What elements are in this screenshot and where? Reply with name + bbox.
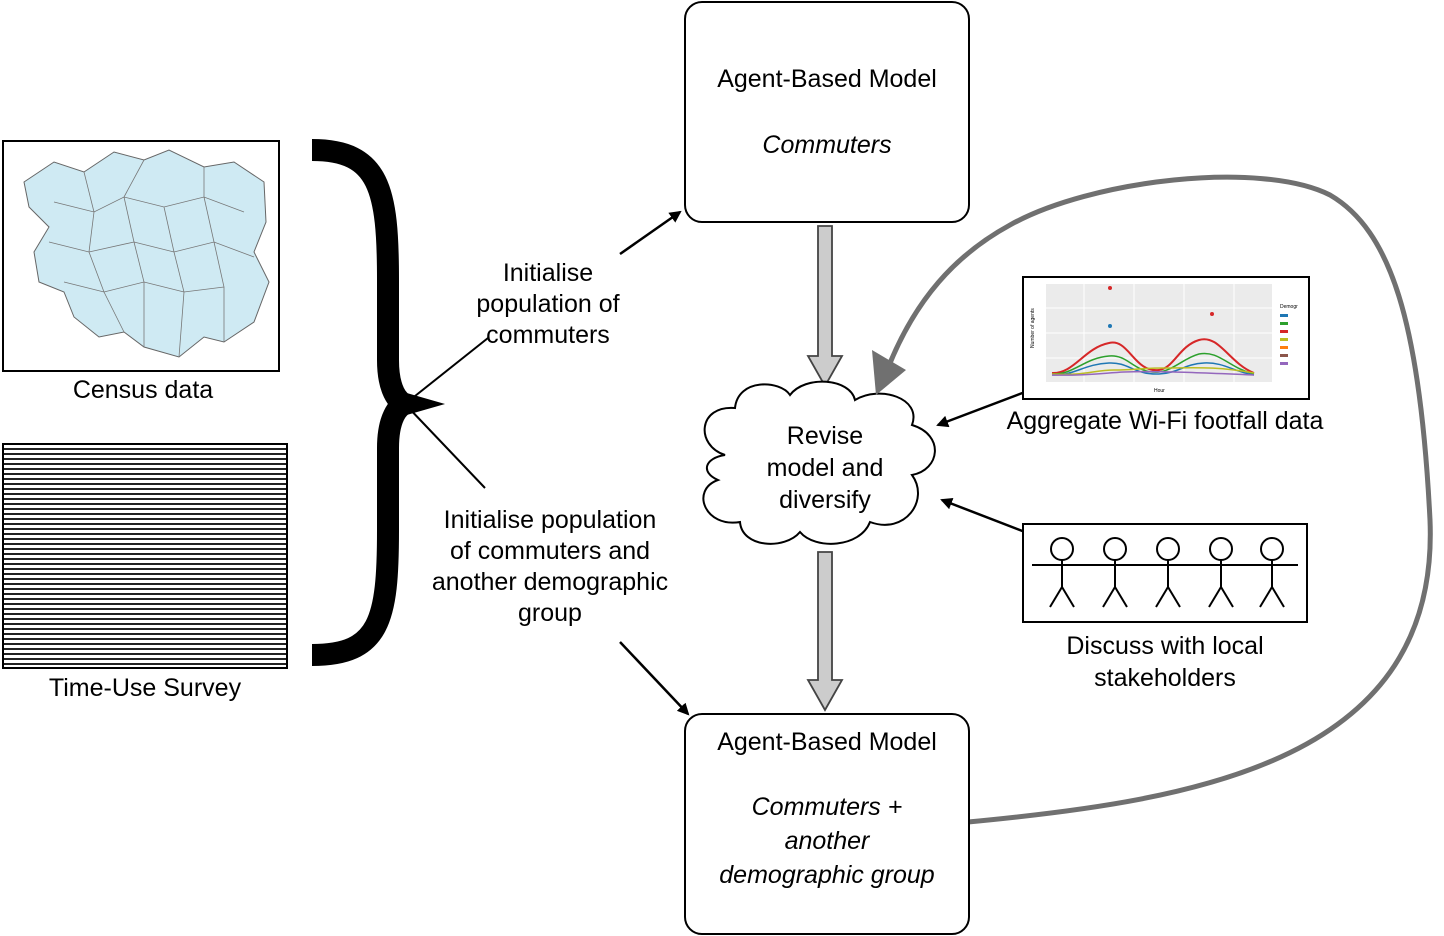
label-init-other-line2: of commuters and — [449, 537, 651, 565]
revise-line3: diversify — [779, 486, 871, 514]
wifi-chart-ylabel: Number of agents — [1030, 308, 1036, 348]
model-bottom-subtitle-line2: another — [784, 827, 870, 855]
label-init-commuters-line3: commuters — [486, 321, 610, 349]
model-top-title: Agent-Based Model — [717, 65, 937, 93]
stakeholders-panel — [1022, 523, 1308, 623]
person-icon — [1246, 537, 1298, 608]
stakeholders-line2: stakeholders — [1094, 664, 1236, 692]
arrow-model-to-revise — [806, 225, 844, 388]
stakeholder-figures — [1032, 537, 1298, 608]
feedback-loop — [885, 174, 1433, 825]
census-map — [2, 140, 280, 372]
arrow-to-model-bottom — [619, 641, 690, 716]
label-init-commuters-line1: Initialise — [502, 259, 594, 287]
grouping-brace — [311, 139, 445, 666]
time-use-label: Time-Use Survey — [48, 674, 242, 702]
wifi-chart-svg: Number of agents Hour Demogr — [1030, 284, 1298, 394]
edge-init-commuters — [404, 337, 489, 405]
person-icon — [1032, 537, 1092, 608]
edge-init-commuters-other — [404, 403, 486, 489]
model-bottom-title: Agent-Based Model — [717, 728, 937, 756]
arrow-wifi-to-revise — [936, 390, 1026, 428]
feedback-loop-arrowhead — [872, 350, 906, 395]
model-top-subtitle: Commuters — [762, 131, 892, 159]
person-icon — [1194, 537, 1248, 608]
model-bottom-box — [684, 713, 970, 935]
revise-line2: model and — [766, 454, 884, 482]
label-init-other-line1: Initialise population — [443, 506, 657, 534]
map-outline — [23, 149, 270, 358]
time-use-spreadsheet — [2, 443, 288, 669]
census-label: Census data — [72, 376, 214, 404]
arrow-stakeholders-to-revise — [940, 497, 1026, 534]
wifi-chart-thumbnail: Number of agents Hour Demogr — [1022, 276, 1310, 400]
wifi-chart-legend-title: Demogr — [1280, 304, 1298, 310]
label-init-commuters-line2: population of — [476, 290, 620, 318]
wifi-chart-xlabel: Hour — [1154, 388, 1165, 394]
revise-line1: Revise — [786, 422, 864, 450]
arrow-revise-to-model — [806, 551, 844, 712]
person-icon — [1141, 537, 1195, 608]
model-top-box — [684, 1, 970, 223]
label-init-other-line3: another demographic — [431, 568, 669, 596]
model-bottom-subtitle-line1: Commuters + — [751, 793, 903, 821]
arrow-to-model-top — [619, 210, 682, 256]
wifi-chart-legend — [1280, 314, 1288, 365]
wifi-label: Aggregate Wi-Fi footfall data — [1006, 407, 1324, 435]
revise-cloud — [702, 380, 936, 545]
label-init-other-line4: group — [518, 599, 582, 627]
stakeholders-line1: Discuss with local — [1066, 632, 1264, 660]
model-bottom-subtitle-line3: demographic group — [719, 861, 935, 889]
person-icon — [1088, 537, 1142, 608]
